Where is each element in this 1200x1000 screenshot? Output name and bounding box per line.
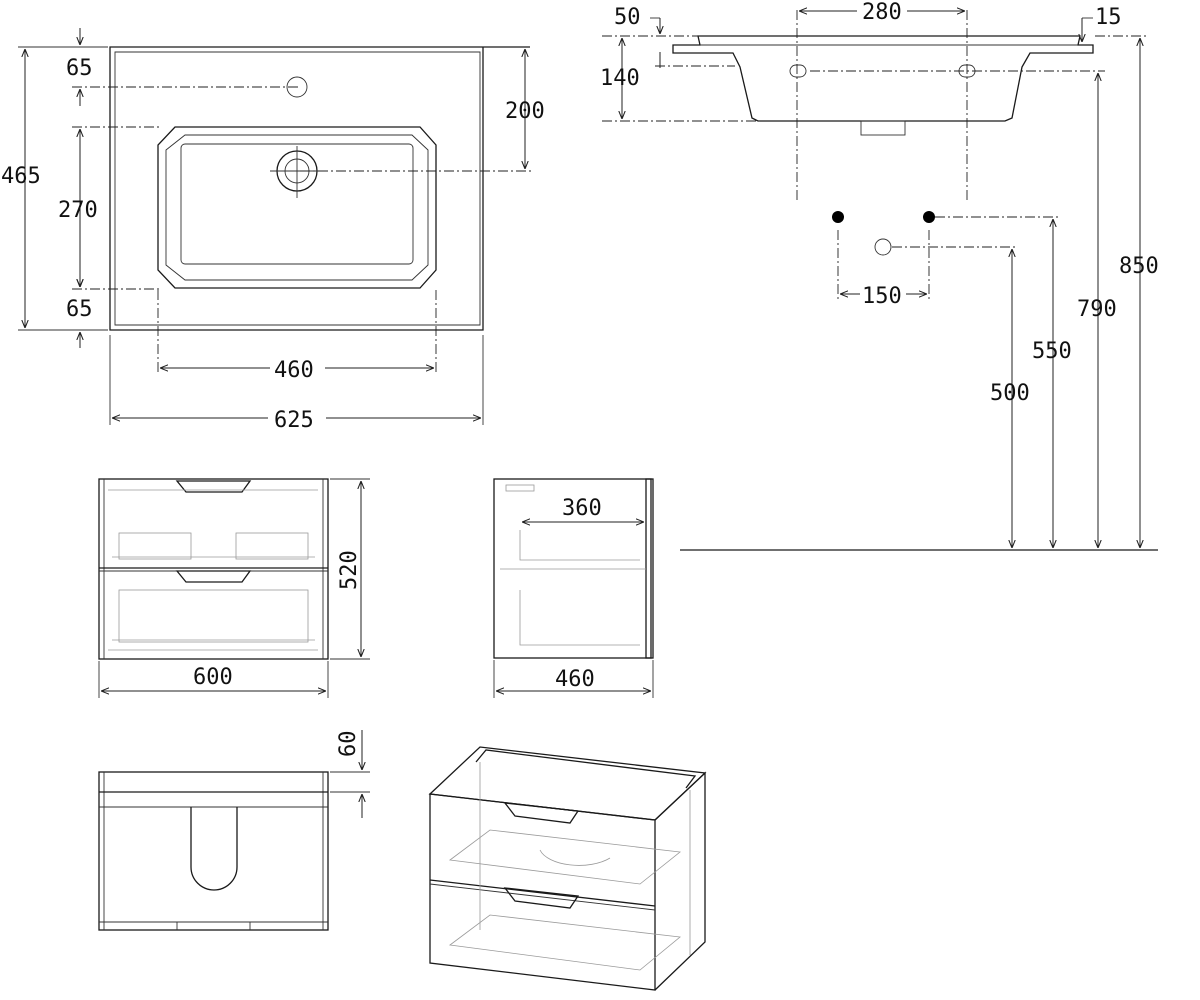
water-inlet-right-icon — [923, 211, 935, 223]
dim-inner-depth: 360 — [562, 496, 602, 521]
dim-bowl-width: 460 — [274, 358, 314, 383]
dim-drain-height: 500 — [990, 381, 1030, 406]
dim-rim-thickness: 15 — [1095, 5, 1122, 30]
dim-width-total: 625 — [274, 408, 314, 433]
dim-top-recess: 60 — [336, 731, 361, 758]
iso-drawer-handle-top — [503, 802, 580, 824]
dim-bowl-depth: 140 — [600, 66, 640, 91]
drawer-handle-bottom — [175, 570, 252, 583]
water-inlet-left-icon — [832, 211, 844, 223]
tap-hole-icon — [286, 76, 308, 98]
dim-hole-offset: 65 — [66, 56, 93, 81]
cabinet-front-view — [98, 478, 370, 698]
cabinet-top-view — [98, 730, 370, 931]
installation-heights — [680, 38, 1158, 551]
dim-cabinet-height: 520 — [337, 550, 362, 590]
waste-outlet-icon — [874, 238, 892, 256]
dim-water-spacing: 150 — [862, 284, 902, 309]
dim-cabinet-depth: 460 — [555, 667, 595, 692]
dim-bowl-length: 270 — [58, 198, 98, 223]
dim-rim-height-bottom: 790 — [1077, 297, 1117, 322]
drawer-handle-top — [175, 480, 252, 493]
dim-front-rim: 65 — [66, 297, 93, 322]
cabinet-isometric — [428, 746, 707, 991]
basin-side-section — [602, 10, 1148, 200]
iso-drawer-handle-bottom — [503, 887, 580, 909]
dim-depth-total: 465 — [1, 164, 41, 189]
cabinet-side-view — [493, 478, 654, 698]
dim-drain-offset: 200 — [505, 99, 545, 124]
dim-hole-spacing: 280 — [862, 0, 902, 25]
dim-deck-height: 50 — [614, 5, 641, 30]
dim-rim-height-top: 850 — [1119, 254, 1159, 279]
basin-top-view — [18, 28, 532, 425]
dim-water-height: 550 — [1032, 339, 1072, 364]
siphon-cutout — [190, 807, 238, 891]
dim-cabinet-width: 600 — [193, 665, 233, 690]
